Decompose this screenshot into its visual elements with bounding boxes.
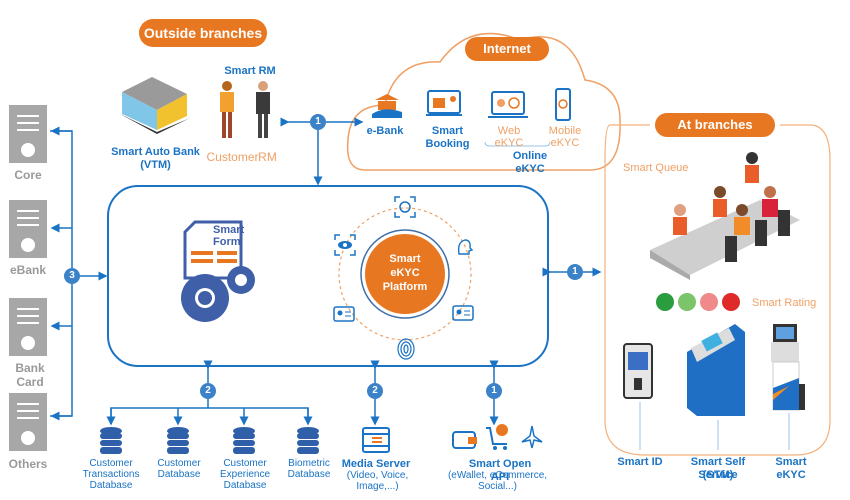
media-server-title: Media Server xyxy=(341,458,411,470)
neutral-face-icon xyxy=(700,293,718,311)
very-happy-face-icon xyxy=(656,293,674,311)
smart-form-icon xyxy=(175,218,265,330)
badge-3-left: 3 xyxy=(64,268,80,284)
web-ekyc-label: Web eKYC xyxy=(494,125,524,149)
stm-device xyxy=(685,322,747,418)
mobile-ekyc-phone-icon xyxy=(554,88,572,122)
media-server-sub: (Video, Voice, Image,...) xyxy=(346,470,409,492)
bank-card-label: Bank Card xyxy=(15,361,45,389)
ekyc-core-circle xyxy=(365,234,445,314)
branches-frame xyxy=(604,124,831,456)
wallet-icon xyxy=(452,428,478,450)
happy-face-icon xyxy=(678,293,696,311)
ecommerce-cart-icon xyxy=(485,422,511,452)
db-label-line2: Database xyxy=(157,469,201,480)
core-label: Core xyxy=(14,168,42,182)
db-label-line1: Customer Experience xyxy=(219,458,271,480)
smart-ekyc-label: Smart eKYC xyxy=(775,456,807,481)
fingerprint-icon xyxy=(396,338,416,360)
db-label-line2: Database xyxy=(287,469,331,480)
smart-id-device xyxy=(622,342,654,400)
ekyc-line-2: eKYC xyxy=(390,267,420,279)
customer-label: Customer xyxy=(206,150,259,164)
stm-label: Smart Self Service xyxy=(690,456,746,481)
web-ekyc-laptop-icon xyxy=(487,90,529,120)
bank-card-server-icon xyxy=(9,298,47,356)
ebank-system-label: eBank xyxy=(9,263,47,277)
voice-icon xyxy=(455,236,477,258)
stm-sub-label: (STM) xyxy=(702,469,734,481)
face-scan-icon xyxy=(394,196,416,218)
eye-scan-icon xyxy=(334,234,356,256)
at-branches-label: At branches xyxy=(655,113,775,137)
db-label-line1: Biometric xyxy=(288,458,330,469)
database-icon xyxy=(99,427,123,455)
customer-figure-icon xyxy=(216,80,238,140)
vtm-sub: (VTM) xyxy=(140,159,171,171)
db-label-line1: Customer xyxy=(157,458,201,469)
smart-form-text-2: Form xyxy=(213,236,241,248)
vtm-kiosk-illustration xyxy=(112,72,192,134)
smart-ekyc-kiosk xyxy=(767,322,807,412)
database-icon xyxy=(232,427,256,455)
open-api-sub: (eWallet, eCommerce, Social...) xyxy=(447,470,548,492)
ekyc-orbit xyxy=(338,207,472,341)
mobile-ekyc-label: Mobile eKYC xyxy=(548,125,582,149)
smart-queue-label: Smart Queue xyxy=(623,162,689,174)
database-icon xyxy=(166,427,190,455)
ekyc-line-3: Platform xyxy=(382,281,428,293)
badge-1-api: 1 xyxy=(486,383,502,399)
badge-1-top: 1 xyxy=(310,114,326,130)
badge-2-media: 2 xyxy=(367,383,383,399)
badge-2-db: 2 xyxy=(200,383,216,399)
sad-face-icon xyxy=(722,293,740,311)
ebank-server-icon xyxy=(9,200,47,258)
id-card-right-icon xyxy=(452,305,474,321)
others-server-icon xyxy=(9,393,47,451)
smart-booking-label: Smart Booking xyxy=(425,125,470,150)
rating-icons xyxy=(655,292,745,312)
db-label-line2: Database xyxy=(89,480,133,491)
database-icon xyxy=(296,427,320,455)
smart-form-text-1: Smart xyxy=(213,224,245,236)
others-label: Others xyxy=(8,457,48,471)
core-server-icon xyxy=(9,105,47,163)
ekyc-line-1: Smart xyxy=(389,253,421,265)
travel-plane-icon xyxy=(520,424,544,452)
smart-id-label: Smart ID xyxy=(617,456,663,468)
online-ekyc-label: Online eKYC xyxy=(512,150,548,175)
badge-1-right: 1 xyxy=(567,264,583,280)
media-server-icon xyxy=(362,426,390,454)
rm-figure-icon xyxy=(252,80,274,140)
platform-frame xyxy=(107,185,549,367)
internet-label: Internet xyxy=(465,37,549,61)
rm-label: RM xyxy=(258,150,277,164)
db-label-line2: Database xyxy=(223,480,267,491)
db-label-line1: Customer Transactions xyxy=(82,458,140,480)
outside-branches-label: Outside branches xyxy=(139,19,267,47)
id-card-left-icon xyxy=(333,306,355,322)
smart-rating-label: Smart Rating xyxy=(752,297,817,309)
ebank-icon xyxy=(370,92,404,120)
vtm-label: Smart Auto Bank xyxy=(111,146,200,158)
open-api-title: Smart Open API xyxy=(468,458,532,483)
ebank-label: e-Bank xyxy=(366,125,404,137)
smart-booking-icon xyxy=(425,88,463,120)
smart-queue-illustration xyxy=(630,140,800,280)
smart-rm-title: Smart RM xyxy=(224,65,276,77)
ekyc-platform-title: Smart eKYC Platform xyxy=(375,252,435,294)
